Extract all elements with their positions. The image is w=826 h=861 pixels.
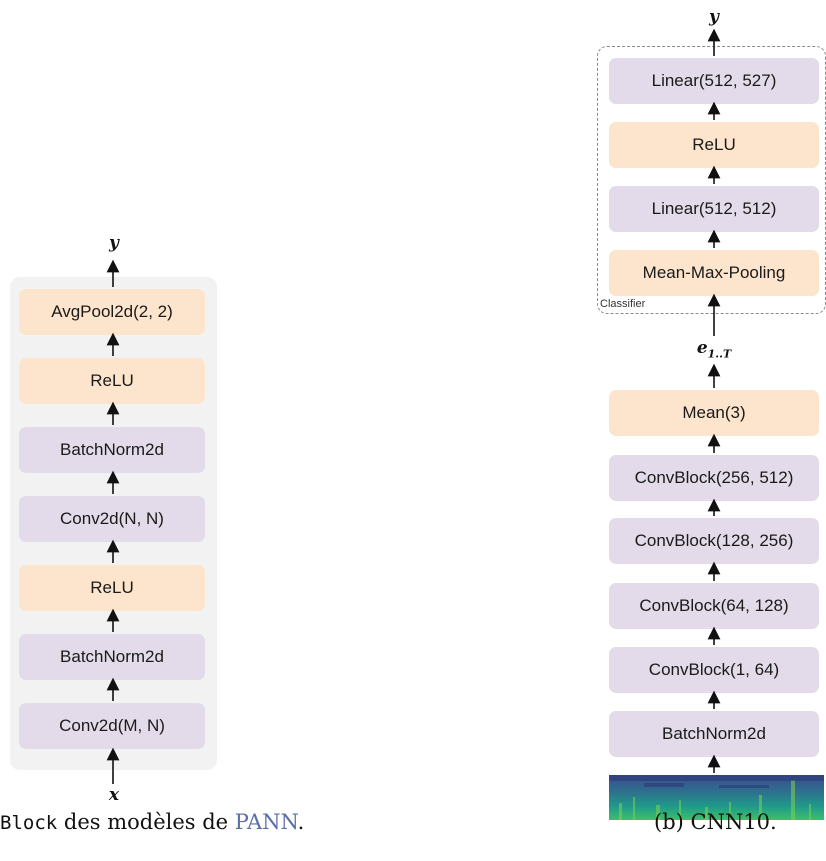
embedding-subscript: 1..T: [707, 347, 732, 361]
right-layer-relu: ReLU: [609, 122, 819, 168]
left-layer-relu-1: ReLU: [19, 358, 205, 404]
left-layer-conv2d-nn: Conv2d(N, N): [19, 496, 205, 542]
right-layer-batchnorm: BatchNorm2d: [609, 711, 819, 757]
right-layer-convblock-128-256: ConvBlock(128, 256): [609, 518, 819, 564]
right-layer-mean-max-pooling: Mean-Max-Pooling: [609, 250, 819, 296]
left-caption-link[interactable]: PANN: [234, 810, 298, 834]
embedding-label: e1..T: [679, 338, 749, 360]
right-layer-convblock-64-128: ConvBlock(64, 128): [609, 583, 819, 629]
right-layer-convblock-256-512: ConvBlock(256, 512): [609, 455, 819, 501]
left-layer-avgpool: AvgPool2d(2, 2): [19, 289, 205, 335]
left-layer-relu-2: ReLU: [19, 565, 205, 611]
right-layer-linear-512: Linear(512, 512): [609, 186, 819, 232]
left-caption-mono: Block: [0, 812, 58, 834]
left-layer-batchnorm-1: BatchNorm2d: [19, 427, 205, 473]
left-caption: Block des modèles de PANN.: [0, 810, 304, 834]
classifier-label: Classifier: [600, 298, 646, 310]
right-layer-convblock-1-64: ConvBlock(1, 64): [609, 647, 819, 693]
right-layer-linear-527: Linear(512, 527): [609, 58, 819, 104]
right-caption: (b) CNN10.: [654, 810, 777, 834]
left-layer-conv2d-mn: Conv2d(M, N): [19, 703, 205, 749]
spectrogram-image: [609, 775, 824, 820]
left-output-label: y: [109, 233, 119, 253]
left-layer-batchnorm-2: BatchNorm2d: [19, 634, 205, 680]
right-layer-mean3: Mean(3): [609, 390, 819, 436]
embedding-symbol: e: [696, 338, 708, 358]
left-caption-end: .: [297, 810, 305, 834]
right-output-label: y: [709, 7, 719, 27]
left-input-label: x: [108, 785, 120, 805]
left-caption-mid: des modèles de: [57, 810, 235, 834]
